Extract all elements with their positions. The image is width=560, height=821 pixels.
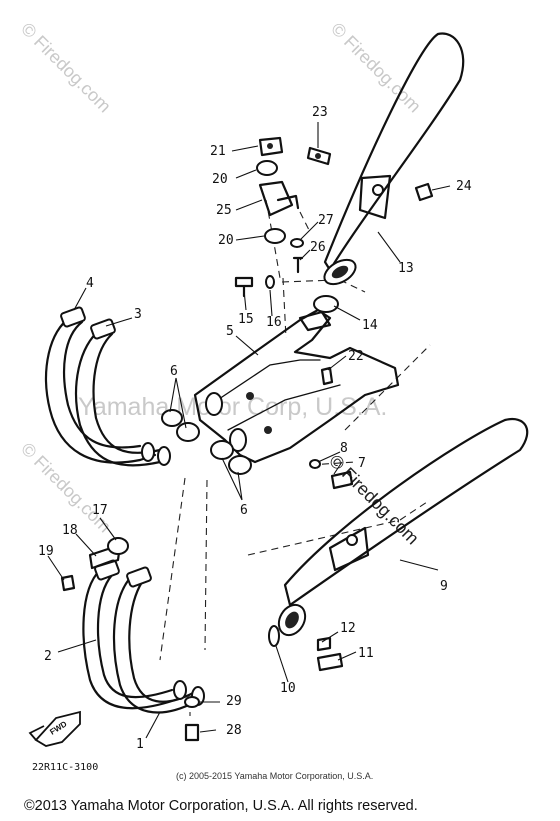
callout-13: 13 <box>398 261 414 276</box>
callout-7: 7 <box>358 456 366 471</box>
muffler-lower <box>277 417 529 637</box>
callout-8: 8 <box>340 441 348 456</box>
gaskets <box>161 409 252 475</box>
callout-23: 23 <box>312 105 328 120</box>
callout-labels: 1 2 3 4 5 6 6 7 8 9 10 11 12 13 14 15 16… <box>38 105 472 752</box>
leader-lines <box>47 122 451 739</box>
callout-9: 9 <box>440 579 448 594</box>
callout-20-upper: 20 <box>212 172 228 187</box>
callout-12: 12 <box>340 621 356 636</box>
callout-5: 5 <box>226 324 234 339</box>
copyright-small: (c) 2005-2015 Yamaha Motor Corporation, … <box>176 771 373 781</box>
callout-29: 29 <box>226 694 242 709</box>
hardware <box>60 136 434 742</box>
watermark-site-bottom-left: © Firedog.com <box>17 439 115 537</box>
fwd-arrow-icon: FWD <box>28 710 81 747</box>
callout-24: 24 <box>456 179 472 194</box>
watermark-site-top-left: © Firedog.com <box>17 19 115 117</box>
callout-10: 10 <box>280 681 296 696</box>
exhaust-pipe-lower <box>82 543 205 714</box>
diagram-code: 22R11C-3100 <box>32 762 98 773</box>
callout-22: 22 <box>348 349 364 364</box>
callout-21: 21 <box>210 144 226 159</box>
watermark-site-top-right: © Firedog.com <box>327 19 425 117</box>
copyright-footer: ©2013 Yamaha Motor Corporation, U.S.A. A… <box>24 798 418 814</box>
callout-15: 15 <box>238 312 254 327</box>
callout-25: 25 <box>216 203 232 218</box>
callout-26: 26 <box>310 240 326 255</box>
exhaust-pipe-upper <box>44 306 171 467</box>
callout-3: 3 <box>134 307 142 322</box>
callout-28: 28 <box>226 723 242 738</box>
callout-14: 14 <box>362 318 378 333</box>
watermark-corporate: Yamaha Motor Corp, U.S.A. <box>78 393 387 421</box>
callout-20-lower: 20 <box>218 233 234 248</box>
callout-2: 2 <box>44 649 52 664</box>
muffler-upper <box>323 32 465 286</box>
callout-27: 27 <box>318 213 334 228</box>
callout-17: 17 <box>92 503 108 518</box>
assembly-guide-lines <box>159 199 431 716</box>
callout-18: 18 <box>62 523 78 538</box>
callout-1: 1 <box>136 737 144 752</box>
callout-6-upper: 6 <box>170 364 178 379</box>
callout-11: 11 <box>358 646 374 661</box>
callout-4: 4 <box>86 276 94 291</box>
callout-19: 19 <box>38 544 54 559</box>
callout-16: 16 <box>266 315 282 330</box>
callout-6-lower: 6 <box>240 503 248 518</box>
